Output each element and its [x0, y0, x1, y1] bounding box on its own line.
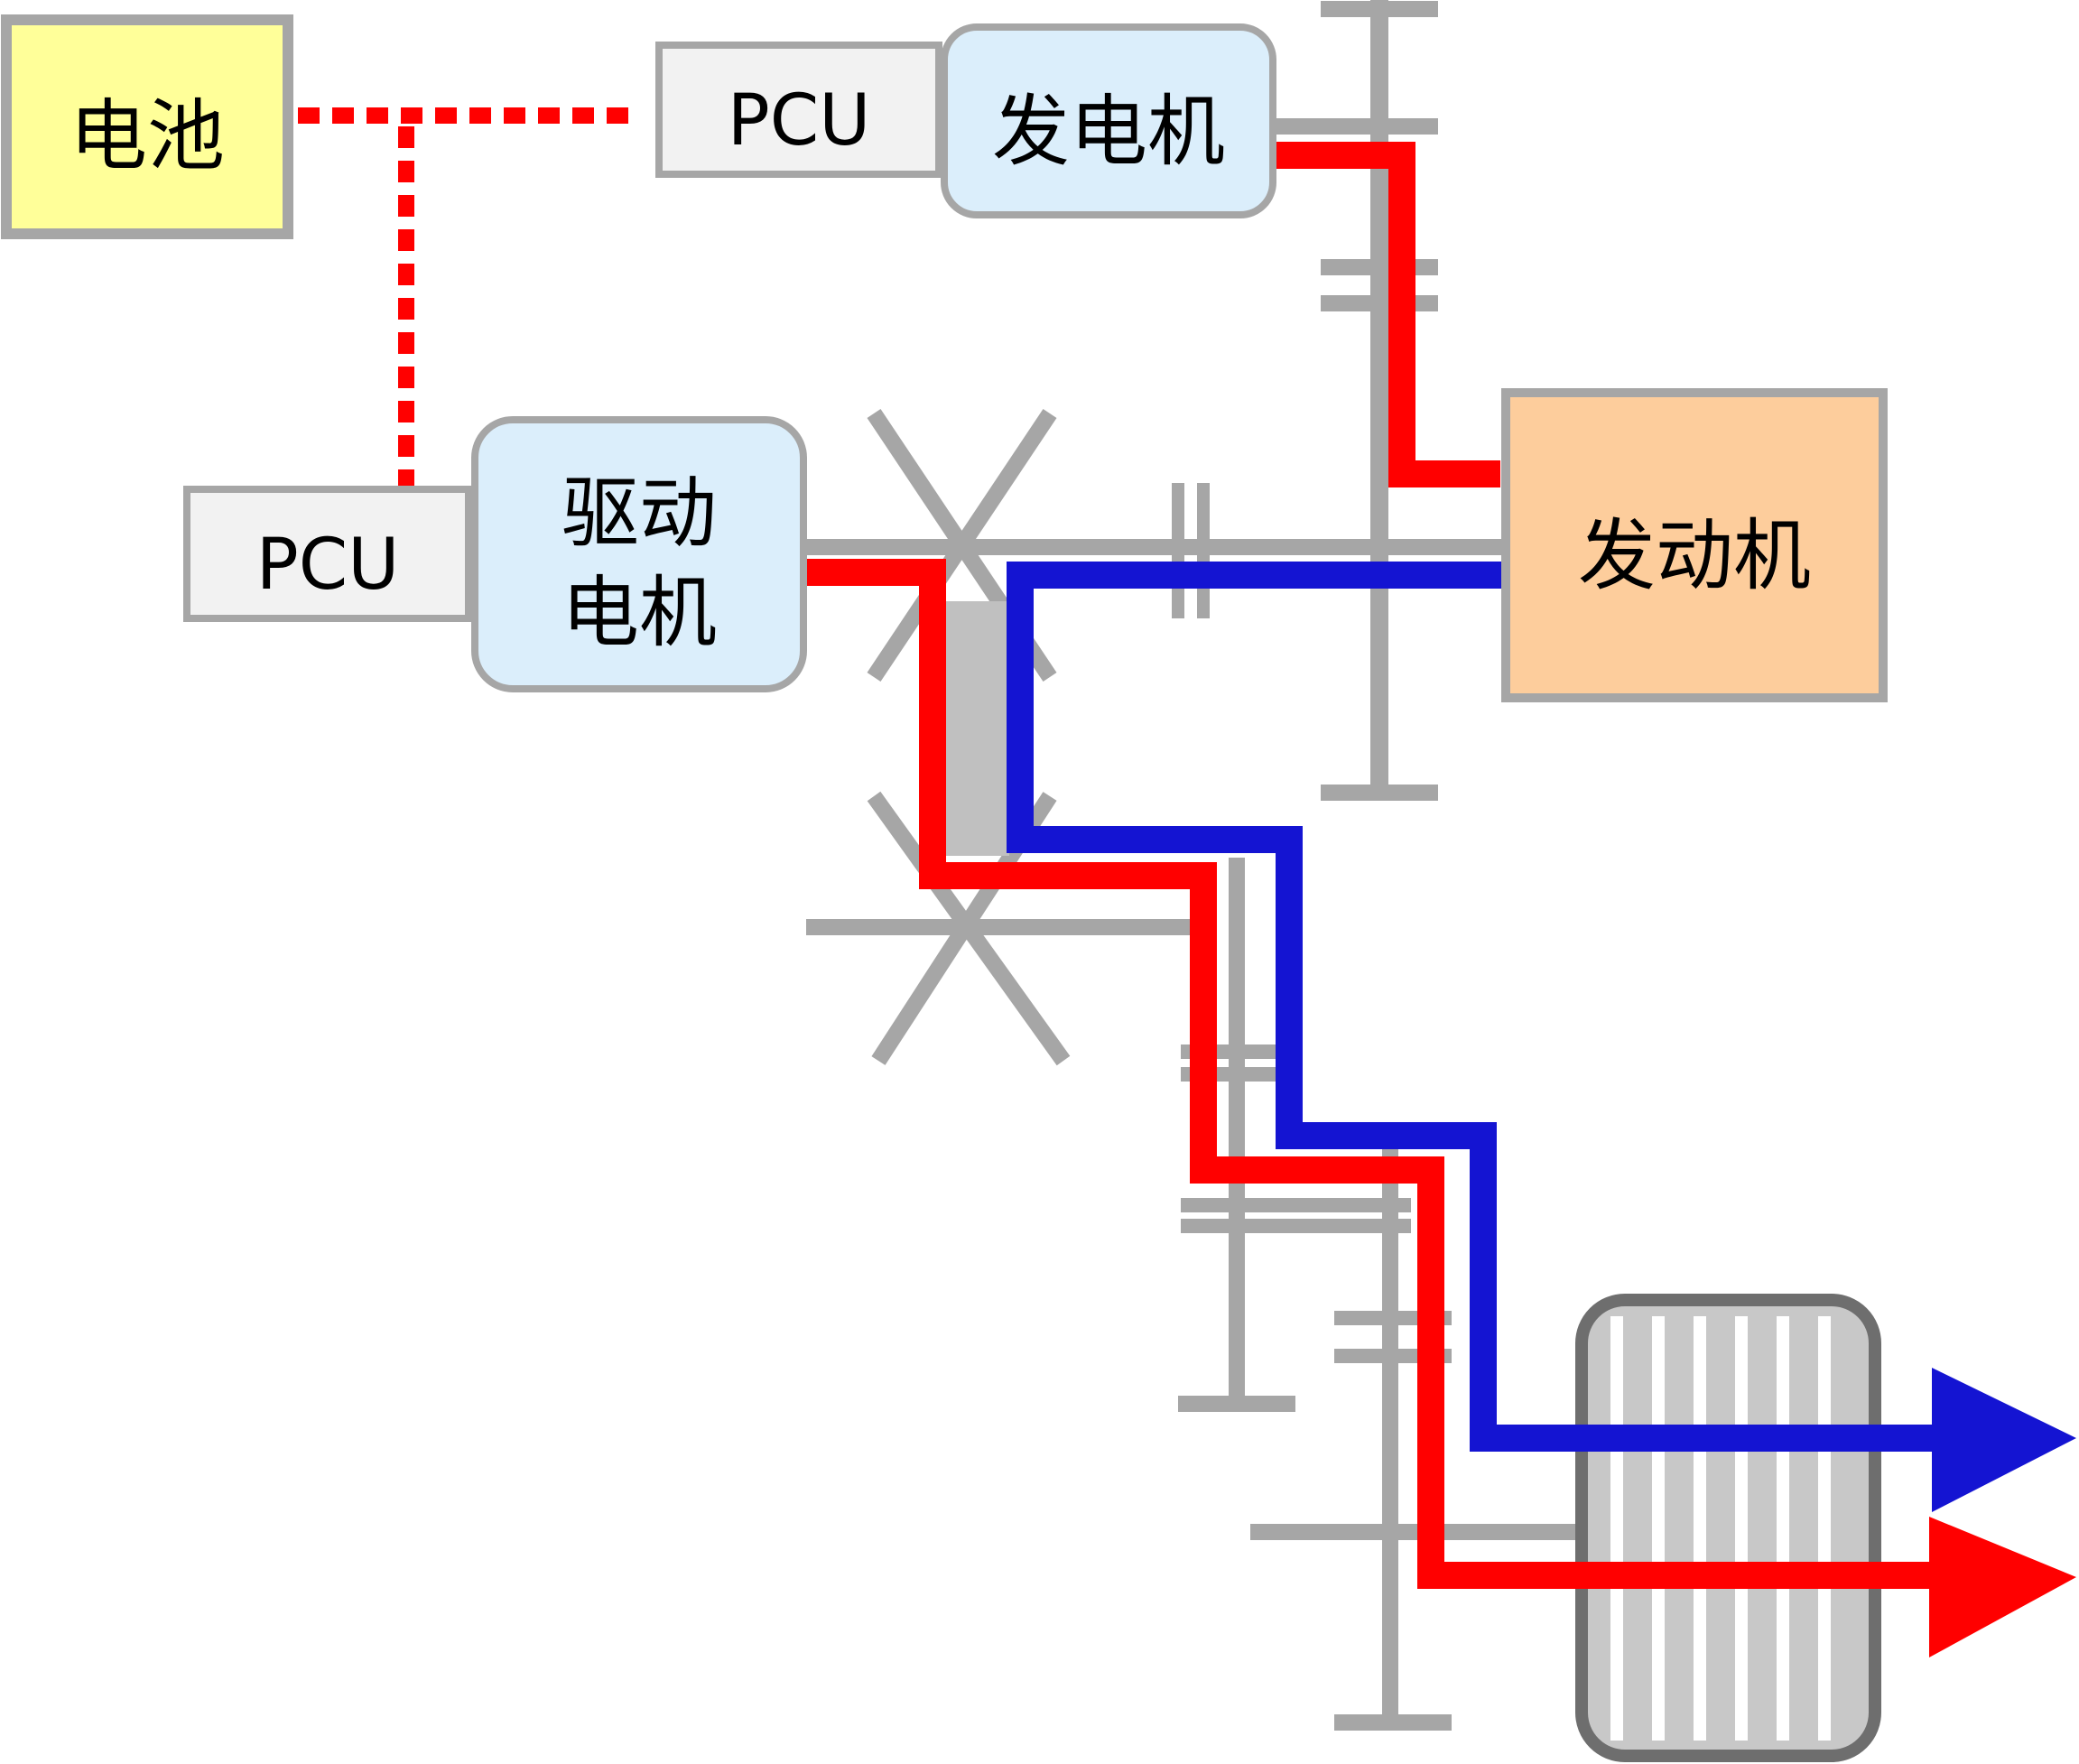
engine-to-wheel-path — [1007, 562, 1932, 1452]
engine-power-flow — [1007, 562, 2076, 1512]
pcu-left-label: PCU — [256, 525, 400, 606]
battery-electric-link — [298, 107, 641, 487]
battery-label: 电池 — [70, 91, 225, 181]
pcu-top-label: PCU — [728, 80, 871, 162]
engine-label: 发动机 — [1578, 511, 1811, 601]
generator-to-engine-path — [1276, 142, 1500, 487]
battery-box: 电池 — [1, 14, 293, 239]
wheel — [1575, 1294, 1881, 1762]
electric-power-flow — [802, 142, 2076, 1657]
generator-box: 发电机 — [941, 23, 1276, 218]
drive-shaft — [806, 483, 1503, 618]
engine-box: 发动机 — [1501, 388, 1888, 702]
gear-mechanism — [806, 0, 1584, 1731]
pcu-top-box: PCU — [655, 42, 942, 178]
engine-output-arrow — [1932, 1368, 2076, 1512]
generator-gear-shaft — [1273, 0, 1438, 801]
motor-to-wheel-path — [802, 559, 1932, 1589]
drive-motor-box: 驱动 电机 — [471, 416, 807, 692]
gear-carrier-block — [946, 601, 1009, 856]
drive-motor-label-line2: 电机 — [562, 568, 717, 658]
generator-label: 发电机 — [992, 87, 1225, 177]
electric-output-arrow — [1929, 1517, 2076, 1657]
pcu-left-box: PCU — [183, 486, 472, 622]
drive-motor-label-line1: 驱动 — [562, 469, 717, 559]
tire-tread — [1610, 1316, 1831, 1741]
